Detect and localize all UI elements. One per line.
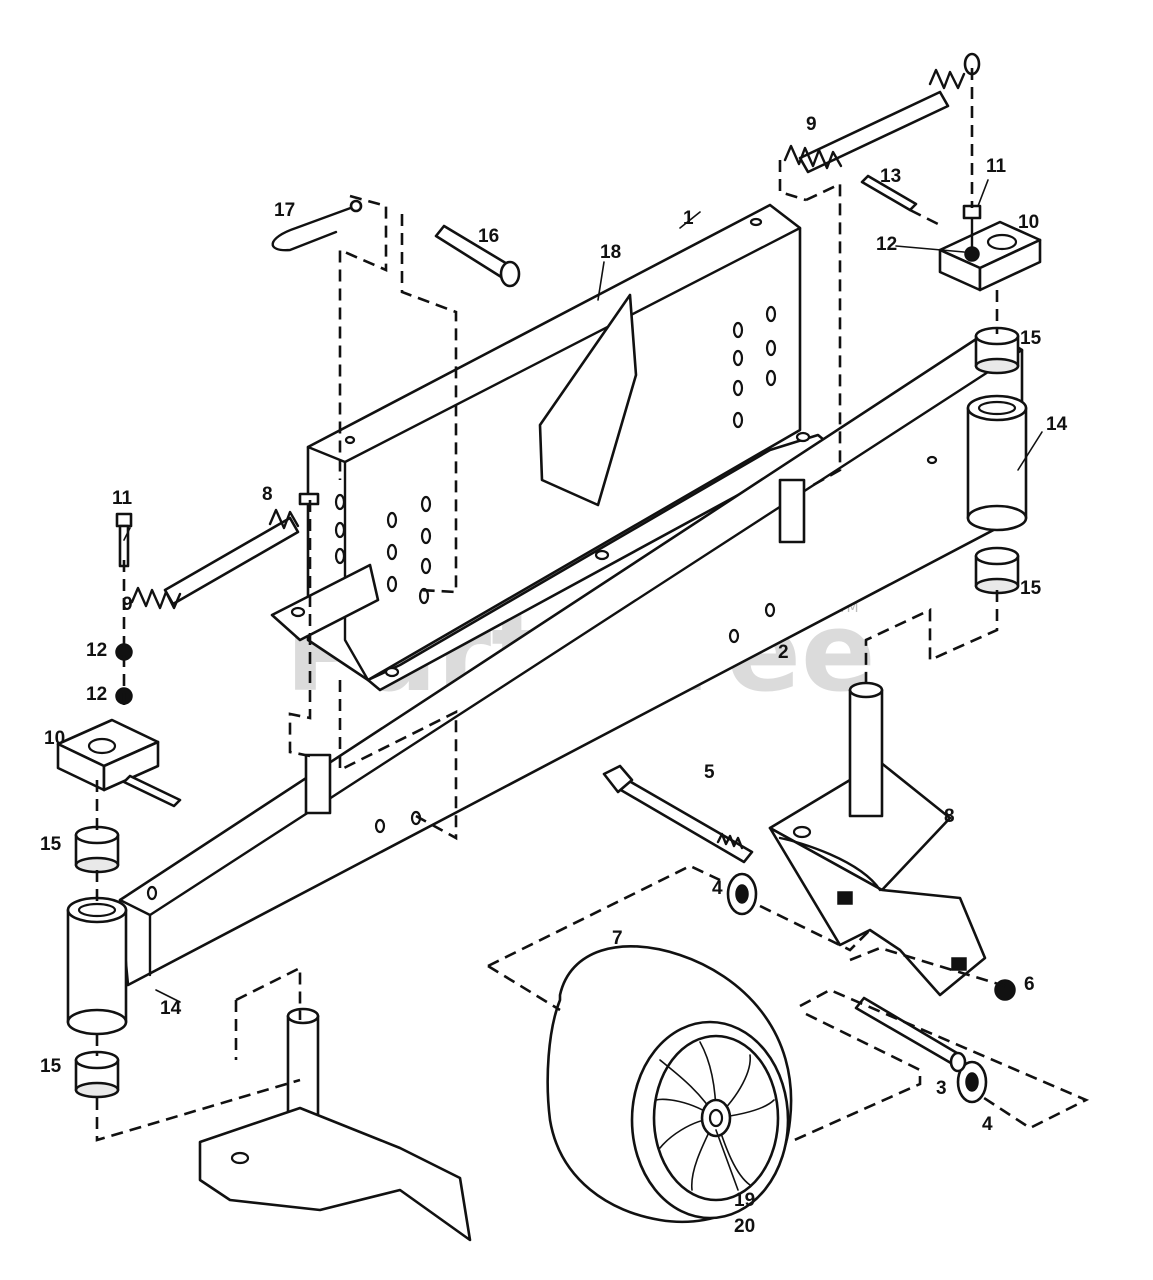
callout-14-left: 14 [160, 998, 182, 1019]
callout-16: 16 [478, 226, 499, 247]
caster-fork-left [198, 1007, 472, 1242]
callout-3: 3 [936, 1078, 947, 1099]
callout-8-right: 8 [944, 806, 955, 827]
decal [538, 293, 638, 507]
roll-pin-13 [860, 174, 918, 212]
callout-12-right: 12 [876, 234, 897, 255]
callout-15-upper-left: 15 [40, 834, 62, 855]
callout-10-left: 10 [44, 728, 65, 749]
carriage-bolt [602, 764, 754, 864]
roll-pin-left-block [122, 774, 182, 808]
callout-11-right: 11 [986, 156, 1007, 177]
hole-pattern-right [732, 305, 777, 429]
bushing-lower-left [74, 1050, 120, 1099]
callout-6: 6 [1024, 974, 1035, 995]
callout-19: 19 [734, 1190, 755, 1211]
callout-5: 5 [704, 762, 715, 783]
leader-lines [123, 179, 1043, 1191]
callout-11-left: 11 [112, 488, 133, 509]
callout-labels: 1 2 3 4 4 5 6 7 8 8 9 9 10 10 11 11 12 1… [40, 114, 1068, 1237]
pin-14-left [155, 989, 181, 1003]
axle-spacer [854, 996, 967, 1073]
callout-12-upper-left: 12 [86, 640, 107, 661]
callout-4-upper: 4 [712, 878, 723, 899]
washer-upper [726, 872, 758, 916]
callout-9-right: 9 [806, 114, 817, 135]
callout-15-upper-right: 15 [1020, 328, 1042, 349]
callout-12-lower-left: 12 [86, 684, 107, 705]
callout-9-left: 9 [122, 594, 133, 615]
callout-1: 1 [683, 208, 694, 229]
callout-18: 18 [600, 242, 621, 263]
spring-rod-right [783, 52, 981, 174]
clevis-pin [434, 224, 521, 288]
callout-10-right: 10 [1018, 212, 1039, 233]
callout-2: 2 [778, 642, 789, 663]
callout-15-lower-right: 15 [1020, 578, 1042, 599]
bushing-upper-right [974, 326, 1020, 375]
caster-fork-right [768, 681, 987, 997]
left-pivot-tube [66, 896, 128, 1036]
caster-wheel [546, 945, 793, 1224]
assembly-guide-lines [95, 68, 1090, 1144]
right-pivot-tube [966, 394, 1028, 532]
bushing-lower-right [974, 546, 1020, 595]
callout-15-lower-left: 15 [40, 1056, 62, 1077]
callout-17: 17 [274, 200, 295, 221]
callout-14-right: 14 [1046, 414, 1068, 435]
bushing-upper-left [74, 825, 120, 874]
spacer-block-left [56, 718, 160, 792]
callout-8-left: 8 [262, 484, 273, 505]
hairpin-clip [271, 199, 363, 252]
callout-7: 7 [612, 928, 623, 949]
callout-4-lower: 4 [982, 1114, 993, 1135]
washer-lower [956, 1060, 988, 1104]
callout-20: 20 [734, 1216, 755, 1237]
spring-rod-left [130, 492, 320, 610]
callout-13: 13 [880, 166, 901, 187]
